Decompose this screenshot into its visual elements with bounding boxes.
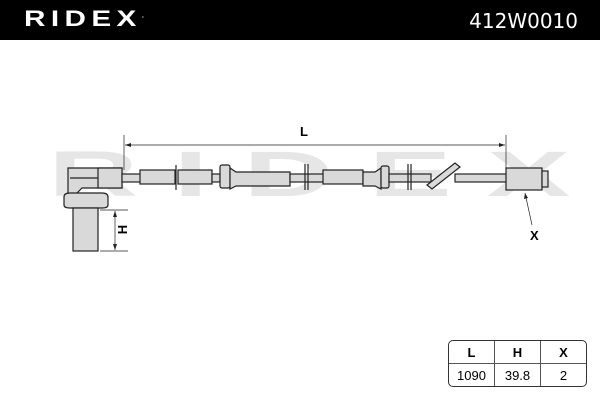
sensor-head [63, 167, 123, 252]
spec-value-l: 1090 [449, 364, 495, 386]
spec-header-x: X [541, 341, 586, 364]
spec-header-l: L [449, 341, 495, 364]
spec-table: L H X 1090 39.8 2 [448, 340, 587, 387]
header-bar: RIDEX. 412W0010 [0, 0, 600, 40]
spec-header-h: H [495, 341, 541, 364]
connector-x-label: X [530, 228, 539, 243]
spec-value-row: 1090 39.8 2 [449, 364, 586, 386]
brand-logo: RIDEX. [24, 6, 145, 31]
spec-value-h: 39.8 [495, 364, 541, 386]
spec-value-x: 2 [559, 367, 568, 383]
dim-h-label: H [115, 224, 131, 235]
cable [121, 162, 508, 190]
spec-header-row: L H X [449, 341, 586, 364]
connector-x [505, 167, 549, 191]
sensor-drawing [63, 135, 549, 252]
part-number: 412W0010 [469, 9, 578, 33]
dim-l-label: L [300, 124, 308, 139]
